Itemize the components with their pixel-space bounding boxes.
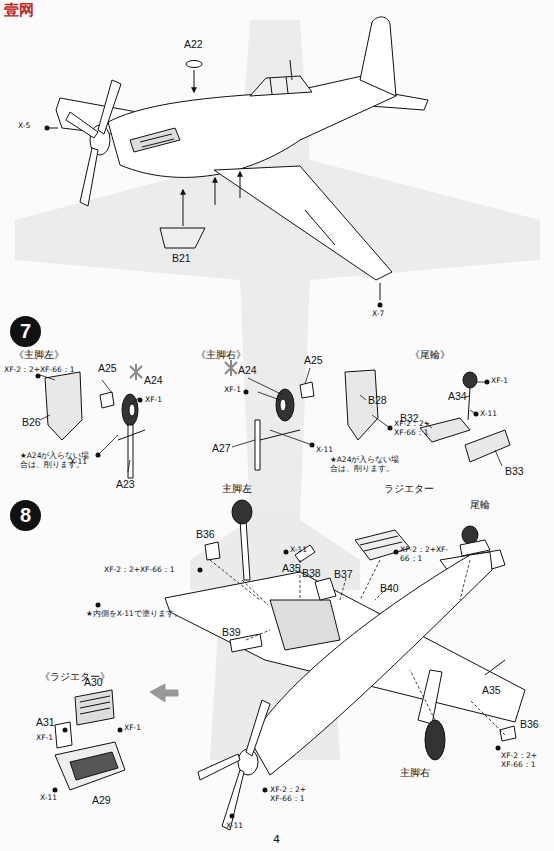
paint-code: X-11 — [226, 822, 243, 831]
radiator-parts — [55, 684, 178, 790]
part-number: B28 — [368, 394, 387, 406]
part-number: A30 — [84, 676, 103, 688]
part-number: A24 — [144, 374, 163, 386]
paint-dots — [36, 126, 501, 819]
paint-code: X-11 — [480, 410, 497, 419]
part-number: B32 — [400, 412, 419, 424]
paint-code: XF-2：2+XF-66：1 — [4, 366, 74, 375]
note-text: ★内側をX-11で塗ります。 — [86, 610, 206, 619]
step-number-text: 7 — [20, 320, 31, 343]
part-number: A29 — [92, 794, 111, 806]
note-text: ★A24が入らない場合は、削ります。 — [330, 456, 406, 473]
part-number: A35 — [282, 562, 301, 574]
part-number: B26 — [22, 416, 41, 428]
leader-lines — [40, 368, 502, 472]
landing-gear-parts — [45, 370, 510, 478]
paint-code: X-11 — [316, 446, 333, 455]
paint-code: X-11 — [290, 546, 307, 555]
page-number: 4 — [273, 834, 280, 847]
paint-code: XF-1 — [491, 377, 508, 386]
part-number: B37 — [334, 568, 353, 580]
paint-code: XF-1 — [36, 734, 53, 743]
part-number: A34 — [448, 390, 467, 402]
part-number: A27 — [212, 442, 231, 454]
paint-code: X-11 — [40, 794, 57, 803]
step-number: 8 — [10, 500, 41, 531]
section-heading: 《主脚左》 — [14, 350, 64, 361]
part-number: B39 — [222, 626, 241, 638]
part-number: A22 — [184, 38, 203, 50]
section-heading: ラジエター — [384, 484, 434, 495]
note-text: XF-2：2+ XF-66：1 — [270, 786, 320, 803]
section-heading: 主脚右 — [400, 768, 430, 779]
section-heading: 尾輪 — [470, 500, 490, 511]
part-number: A25 — [98, 362, 117, 374]
part-number: B38 — [302, 567, 321, 579]
paint-code: X-7 — [372, 310, 384, 319]
watermark: 壹网 — [4, 2, 34, 19]
paint-code: X-11 — [70, 458, 87, 467]
note-text: XF-2：2+ XF-66：1 — [501, 752, 551, 769]
section-heading: 《主脚右》 — [196, 350, 246, 361]
aircraft-assembly — [56, 17, 428, 280]
part-number: B36 — [196, 528, 215, 540]
part-number: B33 — [505, 465, 524, 477]
aircraft-underside — [165, 500, 525, 830]
paint-code: XF-1 — [224, 386, 241, 395]
part-number: A35 — [482, 684, 501, 696]
paint-code: XF-1 — [145, 396, 162, 405]
part-number: B40 — [380, 582, 399, 594]
step-number-text: 8 — [20, 504, 31, 527]
note-text: XF-2：2+XF-66：1 — [400, 546, 464, 563]
part-number: A23 — [116, 478, 135, 490]
background-plane — [15, 20, 540, 760]
paint-code: X-5 — [18, 122, 30, 131]
assembly-guides — [210, 560, 505, 735]
section-heading: 《尾輪》 — [410, 350, 450, 361]
assembly-arrows — [48, 70, 380, 300]
part-number: A24 — [238, 364, 257, 376]
part-number: A31 — [36, 716, 55, 728]
step-number: 7 — [10, 316, 41, 347]
paint-code: XF-1 — [124, 724, 141, 733]
part-number: B36 — [520, 718, 539, 730]
section-heading: 主脚左 — [222, 484, 252, 495]
part-number: B21 — [172, 252, 191, 264]
paint-code: XF-2：2+XF-66：1 — [104, 566, 174, 575]
part-number: A25 — [304, 354, 323, 366]
